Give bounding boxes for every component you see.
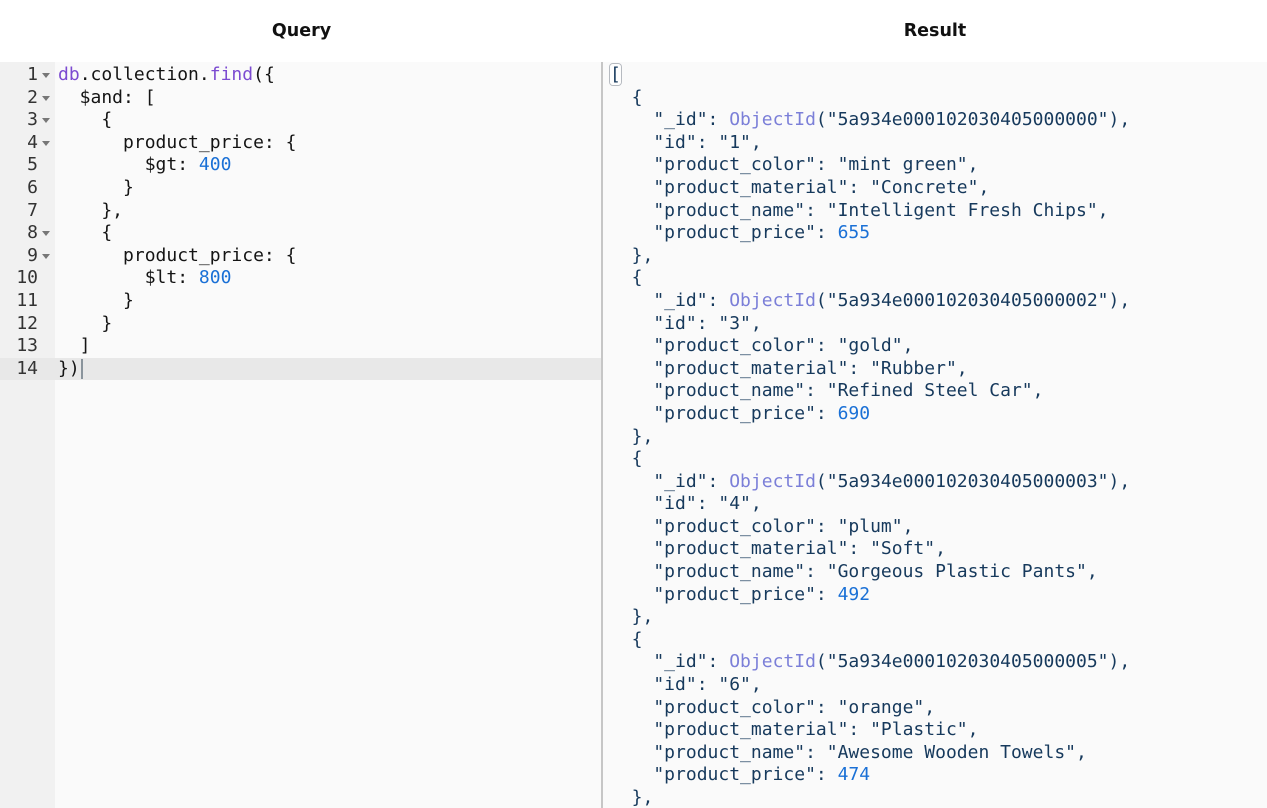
query-code-line[interactable]: 10 $lt: 800 [0,267,601,290]
result-json-line: "product_name": "Refined Steel Car", [610,380,1044,402]
result-viewer[interactable]: [ { "_id": ObjectId("5a934e0001020304050… [603,62,1267,808]
result-json-line: "product_color": "orange", [610,696,936,718]
result-json-line: [ [610,64,621,85]
result-json-line: { [610,267,643,289]
result-json-line: "id": "4", [610,493,762,515]
result-json-line: "_id": ObjectId("5a934e00010203040500000… [610,651,1131,673]
line-number: 9 [0,245,55,268]
line-number: 2 [0,87,55,110]
query-code-line[interactable]: 7 }, [0,200,601,223]
result-json-line: "_id": ObjectId("5a934e00010203040500000… [610,109,1131,131]
line-number: 6 [27,176,38,198]
text-cursor [80,358,83,379]
query-code-line[interactable]: 8 { [0,222,601,245]
result-json-line: "product_name": "Awesome Wooden Towels", [610,741,1087,763]
panel-headers: Query Result [0,0,1267,62]
result-json-line: { [610,86,643,108]
fold-arrow-icon[interactable] [42,95,50,101]
result-json-line: { [610,628,643,650]
result-json-line: "id": "3", [610,312,762,334]
fold-arrow-icon[interactable] [42,231,50,237]
result-json-line: }, [610,244,654,266]
result-json-line: "product_color": "gold", [610,335,914,357]
line-number: 1 [0,64,55,87]
result-json-area: [ { "_id": ObjectId("5a934e0001020304050… [610,64,1267,808]
line-number: 14 [16,357,38,379]
result-json-line: "id": "1", [610,131,762,153]
result-json-line: "product_name": "Gorgeous Plastic Pants"… [610,561,1098,583]
query-code-line[interactable]: 12 } [0,313,601,336]
line-number: 4 [0,132,55,155]
result-json-line: "product_price": 492 [610,583,871,605]
result-json-line: "_id": ObjectId("5a934e00010203040500000… [610,289,1131,311]
fold-arrow-icon[interactable] [42,118,50,124]
result-json-line: "product_material": "Concrete", [610,176,990,198]
query-code-line[interactable]: 5 $gt: 400 [0,154,601,177]
query-panel-title: Query [271,21,332,41]
result-json-line: "product_color": "plum", [610,515,914,537]
result-json-line: "product_price": 655 [610,222,871,244]
query-code-line[interactable]: 3 { [0,109,601,132]
result-json-line: "product_material": "Plastic", [610,719,979,741]
query-code-line[interactable]: 2 $and: [ [0,87,601,110]
line-number: 5 [27,154,38,176]
line-number: 7 [27,199,38,221]
line-number-gutter [0,62,55,808]
fold-arrow-icon[interactable] [42,140,50,146]
query-code-line[interactable]: 6 } [0,177,601,200]
line-number: 3 [0,109,55,132]
line-number: 12 [16,312,38,334]
result-json-line: }, [610,606,654,628]
query-code-line[interactable]: 14}) [0,357,601,381]
result-json-line: }, [610,425,654,447]
result-json-line: "product_material": "Rubber", [610,357,968,379]
line-number: 11 [16,289,38,311]
fold-arrow-icon[interactable] [42,253,50,259]
line-number: 10 [16,267,38,289]
result-json-line: "id": "6", [610,674,762,696]
result-json-line: { [610,448,643,470]
result-json-line: "product_name": "Intelligent Fresh Chips… [610,199,1109,221]
result-json-line: "product_price": 690 [610,402,871,424]
result-json-line: "_id": ObjectId("5a934e00010203040500000… [610,470,1131,492]
query-code-line[interactable]: 11 } [0,290,601,313]
query-code-line[interactable]: 9 product_price: { [0,245,601,268]
query-code-line[interactable]: 4 product_price: { [0,132,601,155]
result-json-line: "product_material": "Soft", [610,538,946,560]
fold-arrow-icon[interactable] [42,73,50,78]
result-json-line: "product_color": "mint green", [610,154,979,176]
result-json-line: }, [610,787,654,808]
result-panel-title: Result [903,21,967,41]
line-number: 8 [0,222,55,245]
line-number: 13 [16,335,38,357]
result-json-line: "product_price": 474 [610,764,871,786]
query-code-line[interactable]: 13 ] [0,335,601,358]
